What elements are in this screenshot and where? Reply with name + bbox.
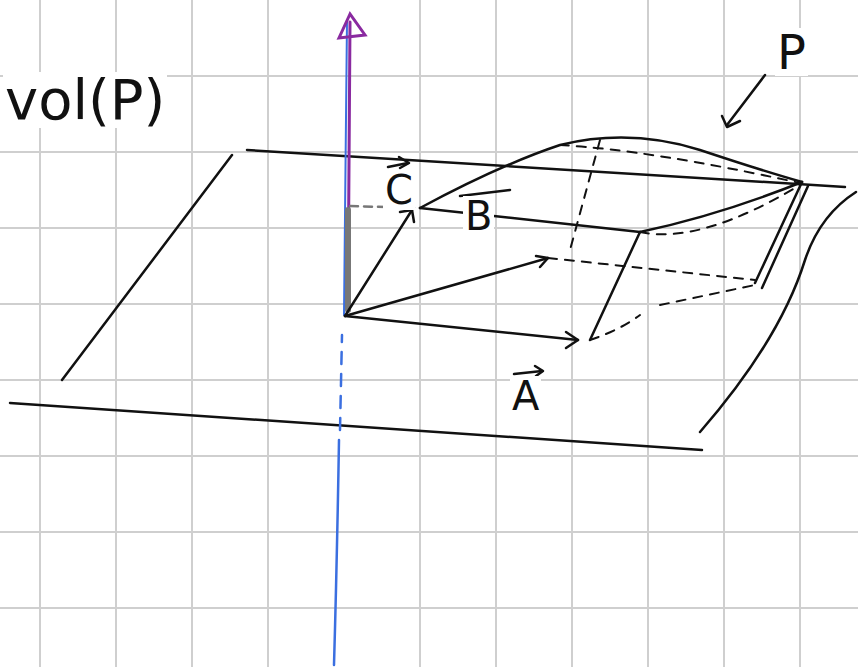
hidden-edges [548,140,800,340]
vector-c-label: C [383,170,415,210]
vector-a-label: A [510,376,541,416]
parallelepiped-p [420,75,808,340]
vectors [345,157,578,376]
vertical-axis [334,14,420,665]
parallelepiped-label: P [775,28,808,76]
vector-b-label: B [463,196,494,236]
plane [10,150,856,450]
volume-label: vol(P) [3,72,167,128]
